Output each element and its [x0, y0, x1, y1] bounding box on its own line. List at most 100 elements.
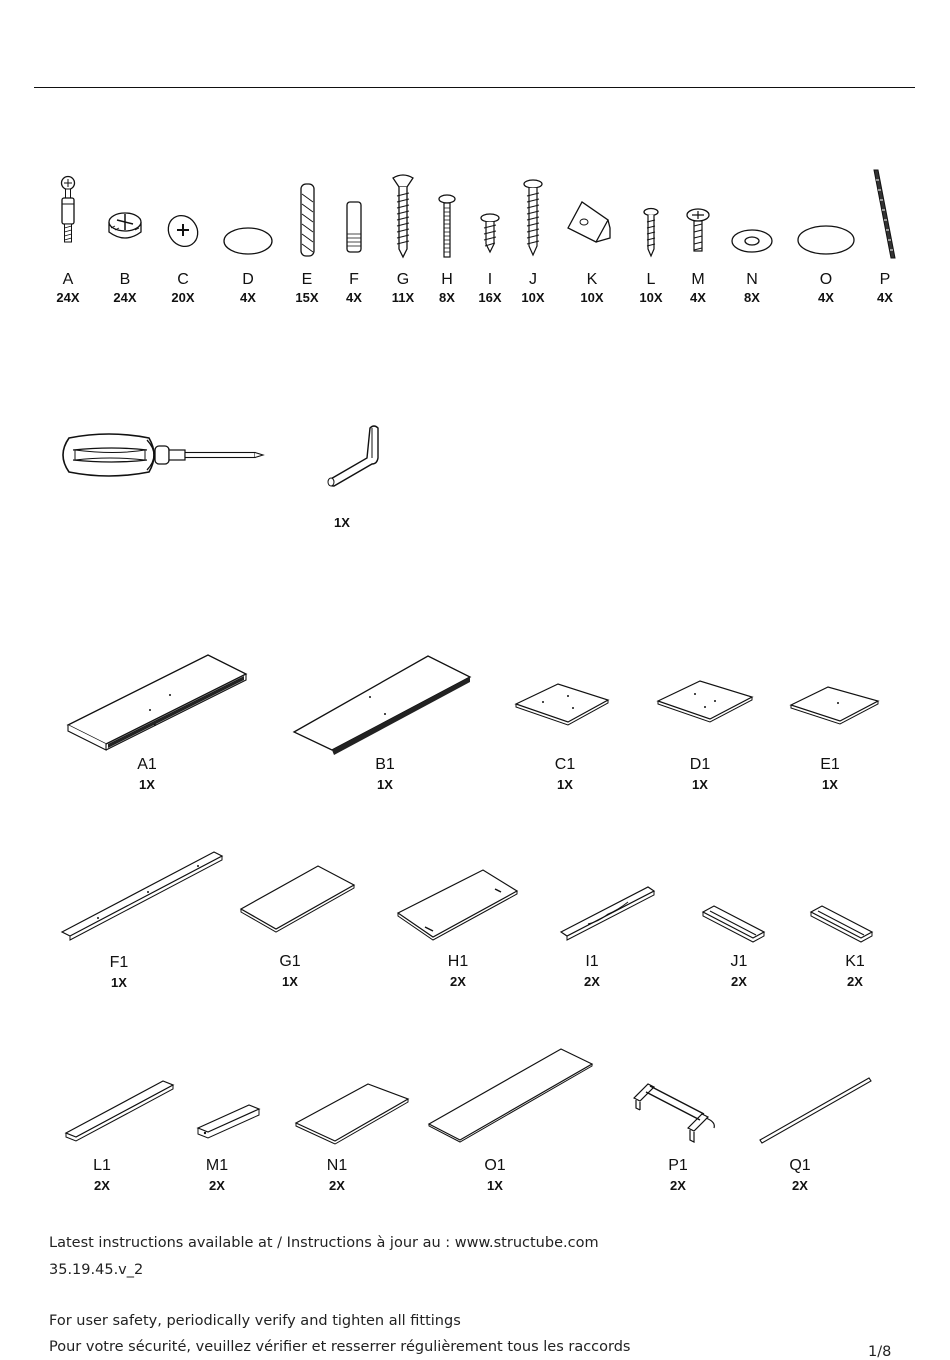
- hardware-qty: 4X: [818, 290, 834, 305]
- large-felt-pad-icon: [797, 225, 855, 255]
- hardware-label: I: [487, 271, 493, 288]
- part-qty: 2X: [450, 974, 466, 989]
- panel-f1-icon: [60, 851, 224, 941]
- panel-n1-icon: [294, 1083, 410, 1145]
- part-label: C1: [554, 756, 576, 773]
- panel-c1-icon: [514, 683, 610, 726]
- felt-pad-icon: [223, 227, 273, 255]
- hardware-item-a: A 24X: [38, 168, 98, 308]
- hardware-qty: 10X: [639, 290, 663, 305]
- allen-key-icon: [327, 425, 379, 487]
- short-wood-screw-icon: [480, 213, 500, 254]
- hardware-item-j: J 10X: [503, 168, 563, 308]
- part-label: B1: [375, 756, 395, 773]
- hardware-label: L: [646, 271, 656, 288]
- hardware-label: D: [242, 271, 254, 288]
- panel-l1-icon: [64, 1080, 175, 1142]
- part-label: H1: [447, 953, 469, 970]
- hardware-item-p: P 4X: [855, 168, 915, 308]
- part-qty: 2X: [94, 1178, 110, 1193]
- screwdriver: [55, 428, 270, 488]
- small-screw-icon: [643, 207, 659, 258]
- hardware-item-l: L 10X: [621, 168, 681, 308]
- part-label: I1: [585, 953, 599, 970]
- hardware-item-n: N 8X: [722, 168, 782, 308]
- part-qty: 1X: [822, 777, 838, 792]
- part-qty: 2X: [731, 974, 747, 989]
- hardware-item-e: E 15X: [277, 168, 337, 308]
- hardware-qty: 15X: [295, 290, 319, 305]
- hardware-qty: 24X: [56, 290, 80, 305]
- hardware-label: M: [691, 271, 705, 288]
- panel-k1-icon: [809, 905, 874, 943]
- part-label: K1: [845, 953, 865, 970]
- part-label: L1: [93, 1157, 111, 1174]
- part-qty: 1X: [377, 777, 393, 792]
- cam-lock-icon: [108, 212, 142, 239]
- hardware-item-c: C 20X: [153, 168, 213, 308]
- hardware-label: F: [349, 271, 359, 288]
- screwdriver-icon: [62, 433, 265, 477]
- drawer-slide-p1-icon: [632, 1083, 715, 1143]
- panel-h1-icon: [396, 869, 519, 941]
- wood-screw-icon: [523, 179, 543, 257]
- part-qty: 1X: [111, 975, 127, 990]
- safety-note-en: For user safety, periodically verify and…: [49, 1313, 461, 1329]
- hardware-qty: 10X: [521, 290, 545, 305]
- hardware-item-b: B 24X: [95, 168, 155, 308]
- header-rule: [34, 87, 915, 88]
- panel-i1-icon: [559, 886, 656, 941]
- part-qty: 1X: [692, 777, 708, 792]
- hardware-label: P: [879, 271, 891, 288]
- hardware-qty: 16X: [478, 290, 502, 305]
- part-qty: 2X: [584, 974, 600, 989]
- cam-bolt-icon: [60, 175, 76, 243]
- washer-icon: [731, 229, 773, 253]
- hardware-label: C: [177, 271, 189, 288]
- hardware-label: G: [396, 271, 410, 288]
- allen-key-qty: 1X: [334, 515, 350, 530]
- version-code: 35.19.45.v_2: [49, 1262, 144, 1278]
- part-label: P1: [668, 1157, 688, 1174]
- rod-q1-icon: [759, 1077, 872, 1144]
- hardware-label: J: [529, 271, 537, 288]
- part-qty: 1X: [557, 777, 573, 792]
- hardware-item-o: O 4X: [796, 168, 856, 308]
- hardware-qty: 11X: [391, 290, 415, 305]
- allen-key: [322, 422, 387, 497]
- hardware-item-d: D 4X: [218, 168, 278, 308]
- panel-e1-icon: [789, 686, 880, 725]
- hardware-label: H: [441, 271, 453, 288]
- hardware-qty: 4X: [690, 290, 706, 305]
- part-label: E1: [820, 756, 840, 773]
- hardware-qty: 24X: [113, 290, 137, 305]
- part-label: Q1: [789, 1157, 811, 1174]
- hardware-item-k: K 10X: [562, 168, 622, 308]
- panel-b1-icon: [292, 655, 472, 755]
- hardware-qty: 10X: [580, 290, 604, 305]
- hardware-label: N: [746, 271, 758, 288]
- corner-bracket-icon: [567, 201, 611, 243]
- part-label: D1: [689, 756, 711, 773]
- part-label: F1: [109, 954, 129, 971]
- hardware-qty: 4X: [346, 290, 362, 305]
- part-label: G1: [279, 953, 301, 970]
- hardware-label: B: [119, 271, 131, 288]
- hardware-item-g: G 11X: [373, 168, 433, 308]
- part-label: A1: [137, 756, 157, 773]
- cam-cap-icon: [167, 214, 199, 248]
- part-qty: 2X: [329, 1178, 345, 1193]
- hardware-label: O: [819, 271, 833, 288]
- part-qty: 2X: [209, 1178, 225, 1193]
- machine-screw-icon: [438, 194, 456, 258]
- hardware-item-f: F 4X: [324, 168, 384, 308]
- part-qty: 1X: [282, 974, 298, 989]
- part-qty: 1X: [487, 1178, 503, 1193]
- safety-note-fr: Pour votre sécurité, veuillez vérifier e…: [49, 1339, 631, 1355]
- panel-j1-icon: [701, 905, 766, 943]
- hardware-item-m: M 4X: [668, 168, 728, 308]
- hardware-qty: 20X: [171, 290, 195, 305]
- hardware-label: A: [62, 271, 74, 288]
- hardware-qty: 8X: [744, 290, 760, 305]
- panel-d1-icon: [656, 680, 754, 723]
